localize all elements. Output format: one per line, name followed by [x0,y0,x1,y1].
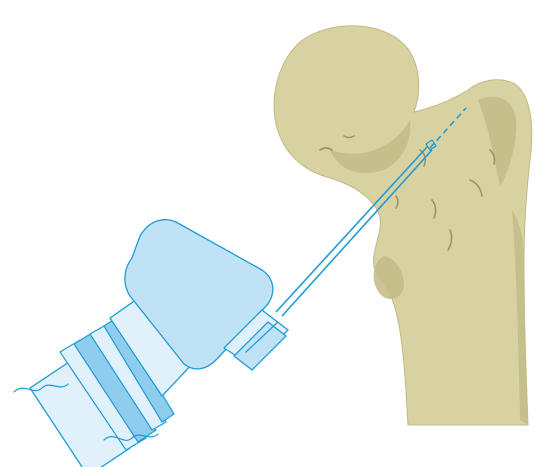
femur-silhouette [274,26,532,425]
drill-instrument-icon [14,220,288,467]
femur-bone-icon [274,26,532,425]
